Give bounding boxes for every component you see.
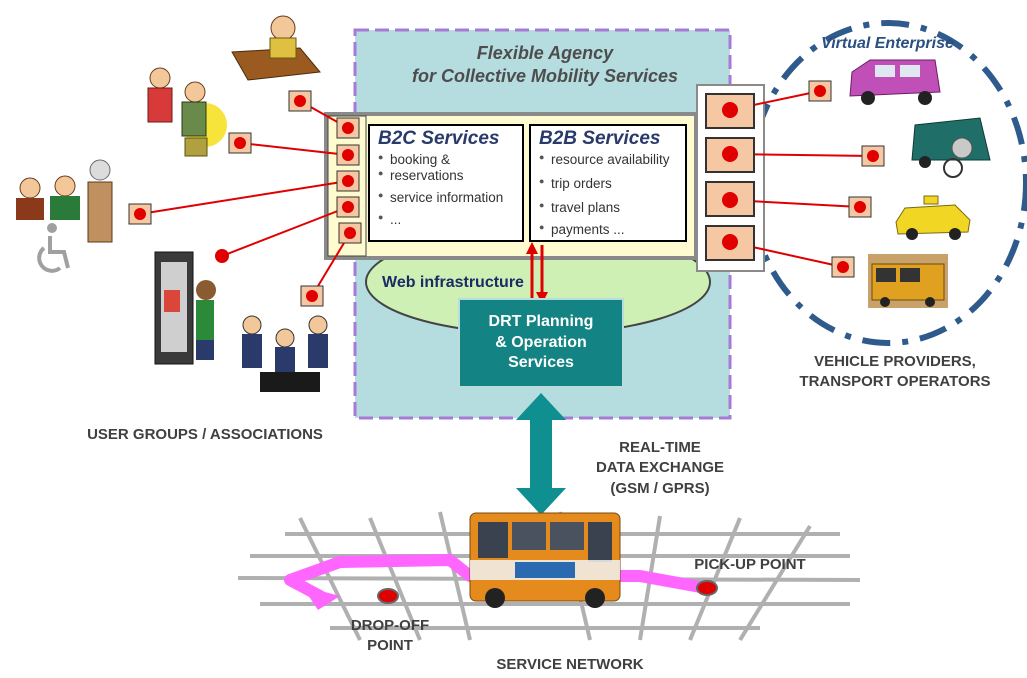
realtime-line3: (GSM / GPRS) xyxy=(610,479,710,497)
b2c-item-more: ... xyxy=(378,212,522,228)
vehicle-providers-line1: VEHICLE PROVIDERS, xyxy=(814,353,976,370)
dropoff-point-marker xyxy=(377,588,399,604)
phone-booth-icon xyxy=(154,251,216,365)
b2c-item-booking: booking & xyxy=(378,152,522,168)
travelers-icon xyxy=(147,67,227,157)
left-connectors xyxy=(336,117,362,244)
user-groups-label: USER GROUPS / ASSOCIATIONS xyxy=(87,426,323,443)
accessible-van-icon xyxy=(911,117,991,178)
vehicle-providers-line2: TRANSPORT OPERATORS xyxy=(799,373,991,391)
minibus-photo xyxy=(868,254,948,308)
b2c-services-title: B2C Services xyxy=(378,128,500,149)
b2b-item-resources: resource availability xyxy=(539,152,685,168)
route-path xyxy=(284,554,712,610)
minivan-icon xyxy=(849,59,941,105)
agency-title: Flexible Agency for Collective Mobility … xyxy=(360,42,730,87)
dropoff-point-label: DROP-OFF POINT xyxy=(335,616,445,657)
taxi-icon xyxy=(895,195,971,240)
b2b-item-travel-plans: travel plans xyxy=(539,200,685,216)
user-connectors xyxy=(128,90,324,307)
drt-line1: DRT Planning xyxy=(488,312,594,330)
bus-image xyxy=(469,512,621,608)
agency-title-line2: for Collective Mobility Services xyxy=(411,65,679,86)
pickup-point-marker xyxy=(696,580,718,596)
vehicle-providers-label: VEHICLE PROVIDERS, TRANSPORT OPERATORS xyxy=(780,352,1010,393)
person-phone-icon xyxy=(231,15,321,81)
b2b-item-payments: payments ... xyxy=(539,222,685,238)
pickup-point-label: PICK-UP POINT xyxy=(694,556,806,573)
b2b-services-box: B2B Services resource availability trip … xyxy=(529,124,687,242)
realtime-line2: DATA EXCHANGE xyxy=(595,459,725,477)
drt-line3: Services xyxy=(508,354,574,372)
realtime-line1: REAL-TIME xyxy=(619,439,701,456)
b2c-item-service-info: service information xyxy=(378,190,522,206)
realtime-exchange-arrow xyxy=(516,393,566,515)
b2b-services-title: B2B Services xyxy=(539,128,661,149)
b2c-services-box: B2C Services booking & reservations serv… xyxy=(368,124,524,242)
dropoff-line2: POINT xyxy=(367,637,413,655)
b2c-item-reservations: reservations xyxy=(378,168,522,184)
agency-title-line1: Flexible Agency xyxy=(476,43,614,63)
wheelchair-icon xyxy=(37,223,70,273)
right-connectors xyxy=(705,93,755,261)
elderly-people-icon xyxy=(16,159,113,243)
drt-line2: & Operation xyxy=(495,333,587,351)
web-infrastructure-label: Web infrastructure xyxy=(382,274,524,291)
realtime-exchange-label: REAL-TIME DATA EXCHANGE (GSM / GPRS) xyxy=(585,438,735,499)
vehicle-connectors xyxy=(808,80,885,278)
students-group-icon xyxy=(242,315,328,392)
b2b-item-trip-orders: trip orders xyxy=(539,176,685,192)
virtual-enterprise-title: Virtual Enterprise xyxy=(821,35,954,52)
dropoff-line1: DROP-OFF xyxy=(350,617,430,634)
drt-planning-box: DRT Planning & Operation Services xyxy=(458,298,624,388)
service-network-label: SERVICE NETWORK xyxy=(496,656,644,673)
